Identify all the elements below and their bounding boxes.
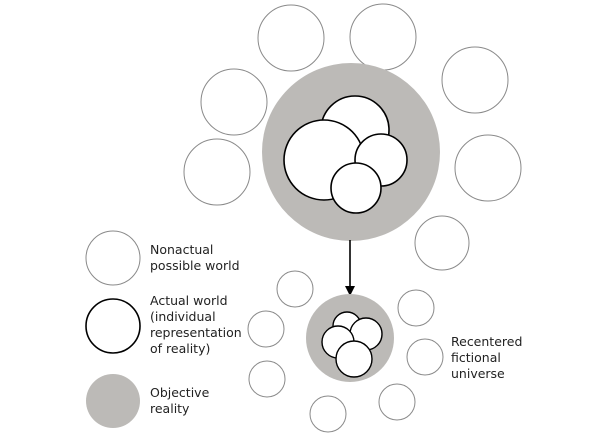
nonactual-world [248, 360, 286, 398]
nonactual-world [183, 138, 251, 206]
recentered-universe-label: Recentered fictional universe [451, 334, 522, 382]
label-line: Actual world [150, 293, 228, 308]
actual-world [335, 340, 373, 378]
nonactual-world [309, 395, 347, 433]
label-line: of reality) [150, 341, 211, 356]
legend-nonactual-swatch [85, 230, 141, 286]
nonactual-world [378, 383, 416, 421]
legend-objective-swatch [86, 374, 140, 428]
nonactual-world [247, 310, 285, 348]
label-line: Nonactual [150, 242, 214, 257]
label-line: possible world [150, 258, 240, 273]
nonactual-world [257, 4, 325, 72]
nonactual-world [276, 270, 314, 308]
legend-actual-label: Actual world (individual representation … [150, 293, 242, 357]
nonactual-world [200, 68, 268, 136]
label-line: Recentered [451, 334, 523, 349]
label-line: fictional [451, 350, 501, 365]
nonactual-world [454, 134, 522, 202]
legend-nonactual-label: Nonactual possible world [150, 242, 240, 274]
legend-actual-swatch [85, 298, 141, 354]
actual-world [330, 162, 382, 214]
nonactual-world [414, 215, 470, 271]
label-line: (individual [150, 309, 216, 324]
label-line: representation [150, 325, 242, 340]
label-line: reality [150, 401, 190, 416]
label-line: universe [451, 366, 505, 381]
nonactual-world [441, 46, 509, 114]
label-line: Objective [150, 385, 210, 400]
legend-objective-label: Objective reality [150, 385, 209, 417]
nonactual-world [397, 289, 435, 327]
nonactual-world [406, 338, 444, 376]
nonactual-world [349, 3, 417, 71]
